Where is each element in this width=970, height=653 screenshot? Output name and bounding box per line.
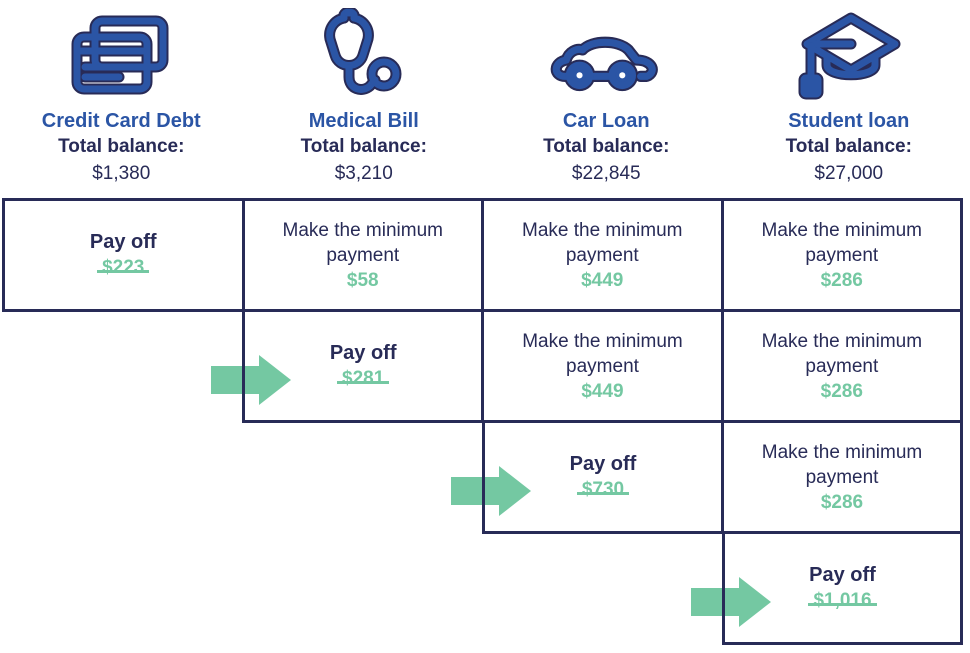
cell-label: Pay off	[569, 453, 637, 475]
debt-title: Student loan	[788, 110, 910, 132]
cell-label: Make the minimum payment	[761, 330, 923, 377]
payoff-cell: Pay off $1,016	[725, 534, 960, 642]
cell-amount: $286	[820, 269, 863, 291]
cell-amount: $223	[97, 257, 150, 278]
payoff-cell: Pay off $730	[485, 423, 721, 531]
column-credit-card: Credit Card Debt Total balance: $1,380	[0, 0, 243, 188]
cell-label: Make the minimum payment	[522, 330, 683, 377]
minimum-payment-cell: Make the minimum payment $286	[720, 312, 960, 420]
minimum-payment-cell: Make the minimum payment $286	[721, 423, 960, 531]
cell-label: Make the minimum payment	[522, 219, 683, 266]
balance-amount: $27,000	[814, 163, 884, 184]
payment-steps-table: Pay off $223 Make the minimum payment $5…	[2, 198, 963, 647]
minimum-payment-cell: Make the minimum payment $286	[720, 201, 961, 309]
column-medical-bill: Medical Bill Total balance: $3,210	[243, 0, 486, 188]
cell-amount: $58	[346, 269, 379, 291]
balance-amount: $3,210	[334, 163, 393, 184]
stethoscope-icon	[314, 4, 414, 108]
cell-label: Make the minimum payment	[282, 219, 444, 266]
cell-label: Pay off	[89, 231, 157, 253]
payoff-cell: Pay off $223	[5, 201, 242, 309]
column-car-loan: Car Loan Total balance: $22,845	[485, 0, 728, 188]
minimum-payment-cell: Make the minimum payment $449	[481, 201, 721, 309]
debt-title: Credit Card Debt	[41, 110, 201, 132]
graduation-cap-icon	[797, 4, 901, 108]
minimum-payment-cell: Make the minimum payment $58	[241, 201, 482, 309]
balance-label: Total balance:	[300, 136, 427, 157]
credit-cards-icon	[71, 4, 171, 108]
cell-amount: $281	[336, 368, 390, 389]
cell-label: Make the minimum payment	[761, 219, 923, 266]
balance-label: Total balance:	[543, 136, 670, 157]
balance-amount: $1,380	[92, 163, 151, 184]
cell-label: Pay off	[329, 342, 397, 364]
balance-label: Total balance:	[58, 136, 185, 157]
balance-label: Total balance:	[785, 136, 912, 157]
payoff-cell: Pay off $281	[245, 312, 481, 420]
cell-amount: $286	[820, 491, 864, 513]
car-icon	[549, 4, 663, 108]
balance-amount: $22,845	[571, 163, 641, 184]
debt-columns-header: Credit Card Debt Total balance: $1,380 M…	[0, 0, 970, 188]
table-row: Pay off $1,016	[722, 531, 963, 645]
debt-title: Medical Bill	[308, 110, 419, 132]
debt-title: Car Loan	[562, 110, 650, 132]
cell-amount: $286	[820, 380, 863, 402]
cell-amount: $449	[581, 269, 624, 291]
cell-amount: $730	[576, 479, 630, 500]
cell-amount: $1,016	[808, 590, 877, 611]
cell-label: Pay off	[809, 564, 876, 586]
table-row: Pay off $730 Make the minimum payment $2…	[482, 420, 963, 534]
table-row: Pay off $281 Make the minimum payment $4…	[242, 309, 963, 423]
minimum-payment-cell: Make the minimum payment $449	[481, 312, 720, 420]
column-student-loan: Student loan Total balance: $27,000	[728, 0, 970, 188]
cell-amount: $449	[581, 380, 624, 402]
table-row: Pay off $223 Make the minimum payment $5…	[2, 198, 963, 312]
cell-label: Make the minimum payment	[761, 441, 923, 488]
